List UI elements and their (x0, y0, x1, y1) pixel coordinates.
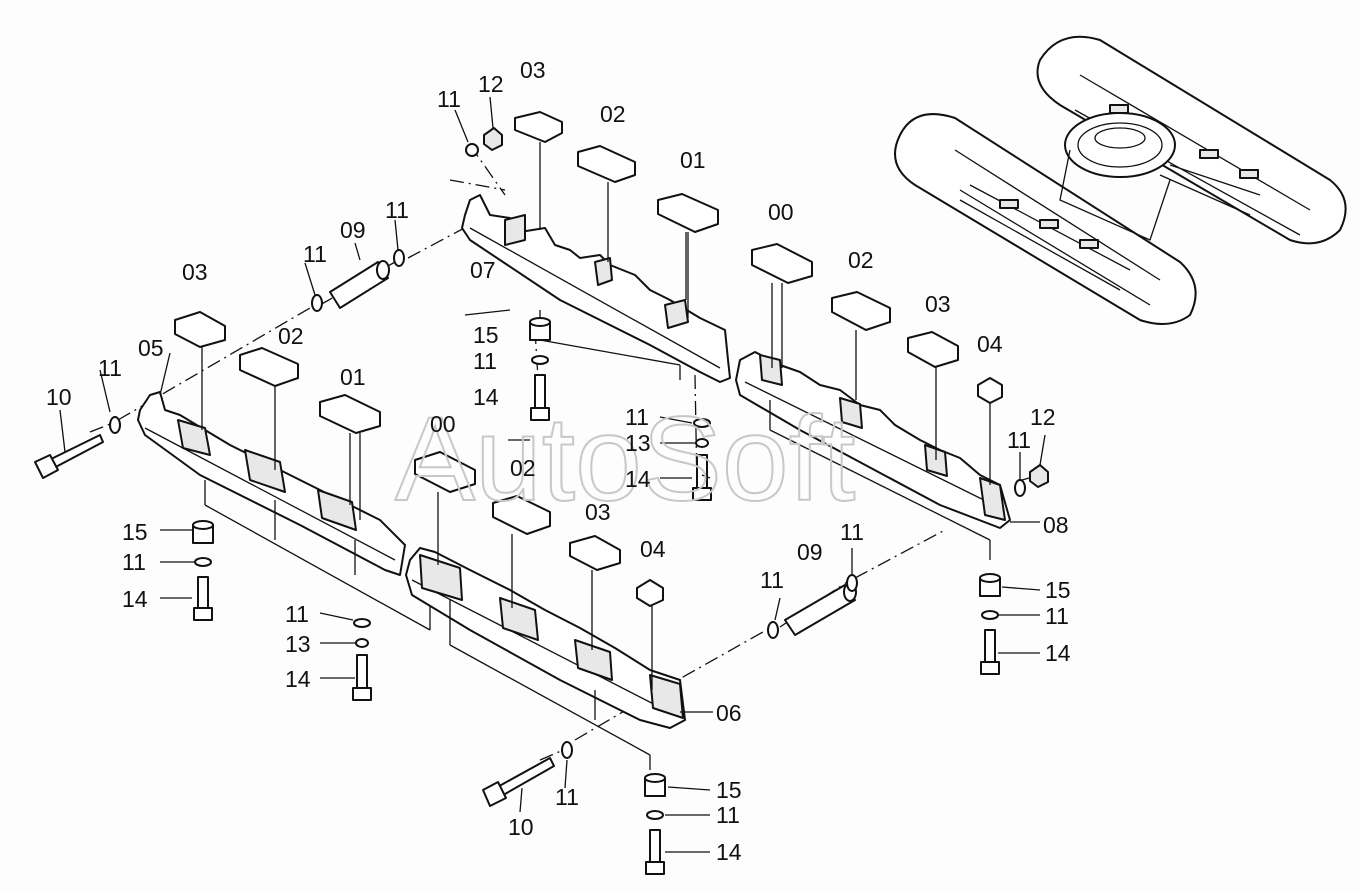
rail-05 (137, 391, 431, 631)
label-06: 06 (716, 700, 742, 726)
label-11: 11 (716, 802, 740, 828)
label-02: 02 (510, 455, 536, 481)
label-03: 03 (182, 259, 208, 285)
label-02: 02 (600, 101, 626, 127)
label-04: 04 (640, 536, 666, 562)
hardware (34, 127, 1049, 875)
label-15: 15 (1045, 577, 1071, 603)
label-03: 03 (520, 57, 546, 83)
label-10: 10 (508, 814, 534, 840)
label-04: 04 (977, 331, 1003, 357)
label-03: 03 (585, 499, 611, 525)
label-12: 12 (1030, 404, 1056, 430)
label-11: 11 (385, 197, 409, 223)
label-14: 14 (122, 586, 148, 612)
watermark-text: AutoSoft (395, 392, 855, 526)
label-14: 14 (625, 466, 651, 492)
label-02: 02 (278, 323, 304, 349)
label-14: 14 (285, 666, 311, 692)
label-02: 02 (848, 247, 874, 273)
label-01: 01 (340, 364, 366, 390)
label-11: 11 (555, 784, 579, 810)
label-05: 05 (138, 335, 164, 361)
label-12: 12 (478, 71, 504, 97)
label-14: 14 (473, 384, 499, 410)
label-11: 11 (1045, 603, 1069, 629)
label-11: 11 (473, 348, 497, 374)
label-11: 11 (122, 549, 146, 575)
label-01: 01 (680, 147, 706, 173)
part-labels: 03 12 11 02 01 11 09 11 07 03 02 00 02 0… (46, 57, 1071, 865)
label-11: 11 (625, 404, 649, 430)
label-15: 15 (122, 519, 148, 545)
label-11: 11 (1007, 427, 1031, 453)
label-07: 07 (470, 257, 496, 283)
rail-08 (735, 351, 1011, 560)
label-08: 08 (1043, 512, 1069, 538)
label-00: 00 (768, 199, 794, 225)
label-11: 11 (303, 241, 327, 267)
label-03: 03 (925, 291, 951, 317)
plates (174, 111, 1003, 607)
label-11: 11 (98, 355, 122, 381)
label-09: 09 (340, 217, 366, 243)
label-00: 00 (430, 411, 456, 437)
label-09: 09 (797, 539, 823, 565)
label-13: 13 (285, 631, 311, 657)
label-14: 14 (716, 839, 742, 865)
leader-lines (59, 96, 1046, 853)
label-10: 10 (46, 384, 72, 410)
label-15: 15 (473, 322, 499, 348)
rail-07 (461, 194, 731, 383)
label-15: 15 (716, 777, 742, 803)
label-11: 11 (285, 601, 309, 627)
undercarriage-overview-illustration (894, 35, 1347, 325)
label-13: 13 (625, 430, 651, 456)
label-14: 14 (1045, 640, 1071, 666)
rail-06 (405, 547, 686, 770)
label-11: 11 (760, 567, 784, 593)
label-11: 11 (437, 86, 461, 112)
label-11: 11 (840, 519, 864, 545)
